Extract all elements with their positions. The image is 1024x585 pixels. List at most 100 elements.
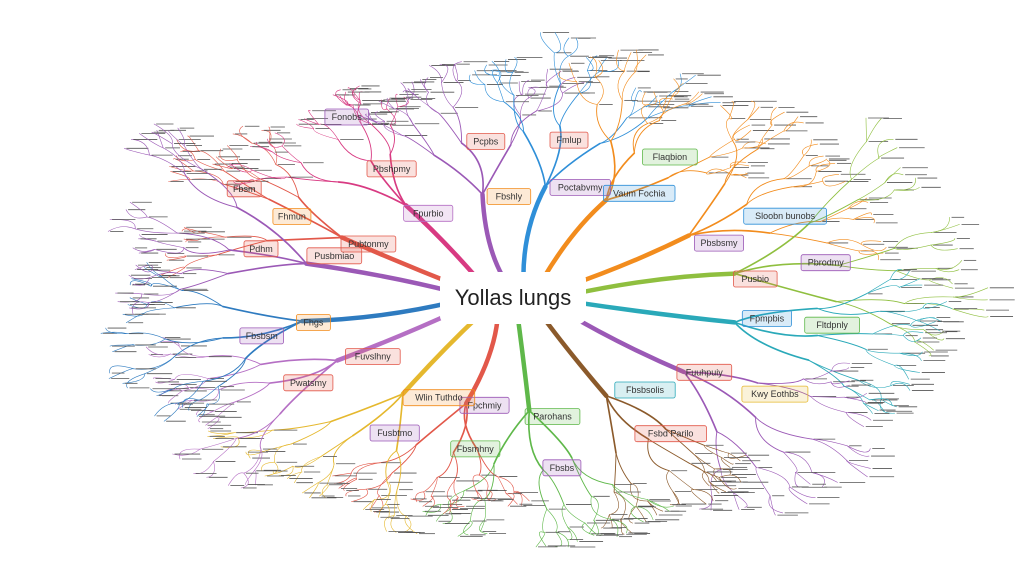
twig-line — [810, 396, 845, 398]
twig-line — [469, 74, 486, 85]
twig-line — [351, 462, 380, 474]
twig-line — [332, 435, 354, 465]
twig-line — [894, 364, 909, 380]
twig-line — [613, 491, 626, 519]
twig-line — [609, 491, 619, 515]
twig-line — [266, 236, 343, 242]
twig-line — [857, 189, 895, 201]
topic-node: Flaqbion — [642, 148, 698, 166]
twig-line — [665, 428, 694, 455]
twig-line — [665, 428, 705, 446]
twig-line — [415, 402, 468, 446]
twig-line — [199, 438, 237, 450]
central-topic: Yollas lungs — [440, 272, 586, 324]
twig-line — [808, 158, 828, 167]
twig-line — [590, 496, 611, 520]
twig-line — [148, 353, 171, 358]
twig-line — [682, 371, 757, 419]
twig-line — [720, 469, 734, 493]
twig-line — [268, 198, 343, 239]
twig-line — [783, 451, 798, 473]
twig-line — [180, 269, 229, 275]
twig-line — [718, 477, 737, 490]
twig-line — [693, 489, 714, 501]
twig-line — [731, 173, 747, 179]
twig-line — [337, 181, 407, 207]
twig-line — [571, 457, 592, 497]
twig-line — [561, 504, 568, 528]
twig-line — [769, 232, 828, 244]
twig-line — [683, 93, 703, 105]
twig-line — [733, 307, 819, 324]
twig-line — [519, 97, 529, 116]
topic-node-box — [741, 385, 809, 403]
twig-line — [846, 460, 871, 469]
twig-line — [872, 324, 911, 335]
twig-line — [268, 142, 278, 165]
twig-line — [386, 97, 395, 109]
twig-line — [952, 308, 989, 318]
topic-node-label: Fhmun — [278, 212, 306, 222]
twig-line — [581, 522, 595, 536]
twig-line — [505, 493, 518, 505]
twig-line — [647, 500, 658, 516]
twig-line — [884, 173, 904, 183]
twig-line — [400, 82, 409, 100]
topic-node-label: Pbrodmy — [808, 258, 845, 268]
twig-line — [296, 123, 314, 129]
twig-line — [452, 106, 463, 144]
topic-node: Fpmpbis — [741, 310, 792, 327]
topic-node: Fbsmhny — [450, 440, 501, 458]
twig-line — [616, 49, 625, 72]
twig-line — [352, 104, 371, 124]
twig-line — [563, 504, 586, 524]
twig-line — [228, 249, 308, 265]
twig-line — [393, 489, 398, 516]
twig-line — [633, 120, 660, 154]
twig-line — [755, 416, 813, 440]
twig-line — [253, 448, 263, 472]
twig-line — [182, 378, 209, 392]
twig-line — [178, 345, 208, 357]
twig-line — [808, 155, 824, 167]
twig-line — [612, 484, 648, 500]
twig-line — [330, 393, 404, 423]
twig-line — [422, 495, 434, 507]
twig-line — [170, 353, 208, 358]
twig-line — [894, 244, 932, 250]
twig-line — [385, 450, 397, 483]
twig-line — [453, 480, 459, 498]
twig-line — [609, 514, 613, 529]
twig-line — [497, 82, 505, 102]
twig-line — [513, 94, 524, 133]
main-branch-line — [540, 314, 609, 399]
twig-line — [504, 59, 513, 74]
twig-line — [215, 156, 233, 169]
topic-node: Fpurbio — [403, 204, 454, 222]
twig-line — [857, 379, 892, 389]
twig-line — [630, 483, 648, 502]
twig-line — [187, 135, 199, 151]
twig-line — [898, 284, 923, 288]
twig-line — [261, 461, 275, 471]
topic-node-box — [283, 374, 334, 392]
twig-line — [851, 157, 880, 180]
twig-line — [617, 70, 625, 101]
main-branch-line — [480, 192, 505, 279]
twig-line — [423, 477, 438, 493]
twig-line — [699, 495, 713, 510]
twig-line — [378, 100, 395, 109]
twig-line — [198, 150, 225, 172]
topic-node: Fusbtmo — [369, 424, 420, 442]
topic-node-box — [549, 178, 611, 196]
twig-line — [809, 199, 859, 224]
twig-line — [689, 463, 710, 482]
twig-line — [733, 321, 819, 337]
topic-node: Parohans — [524, 408, 581, 426]
twig-line — [165, 253, 185, 258]
twig-line — [463, 520, 471, 536]
twig-line — [298, 119, 314, 129]
twig-line — [757, 378, 804, 384]
topic-node-box — [634, 425, 707, 443]
twig-line — [132, 247, 155, 252]
